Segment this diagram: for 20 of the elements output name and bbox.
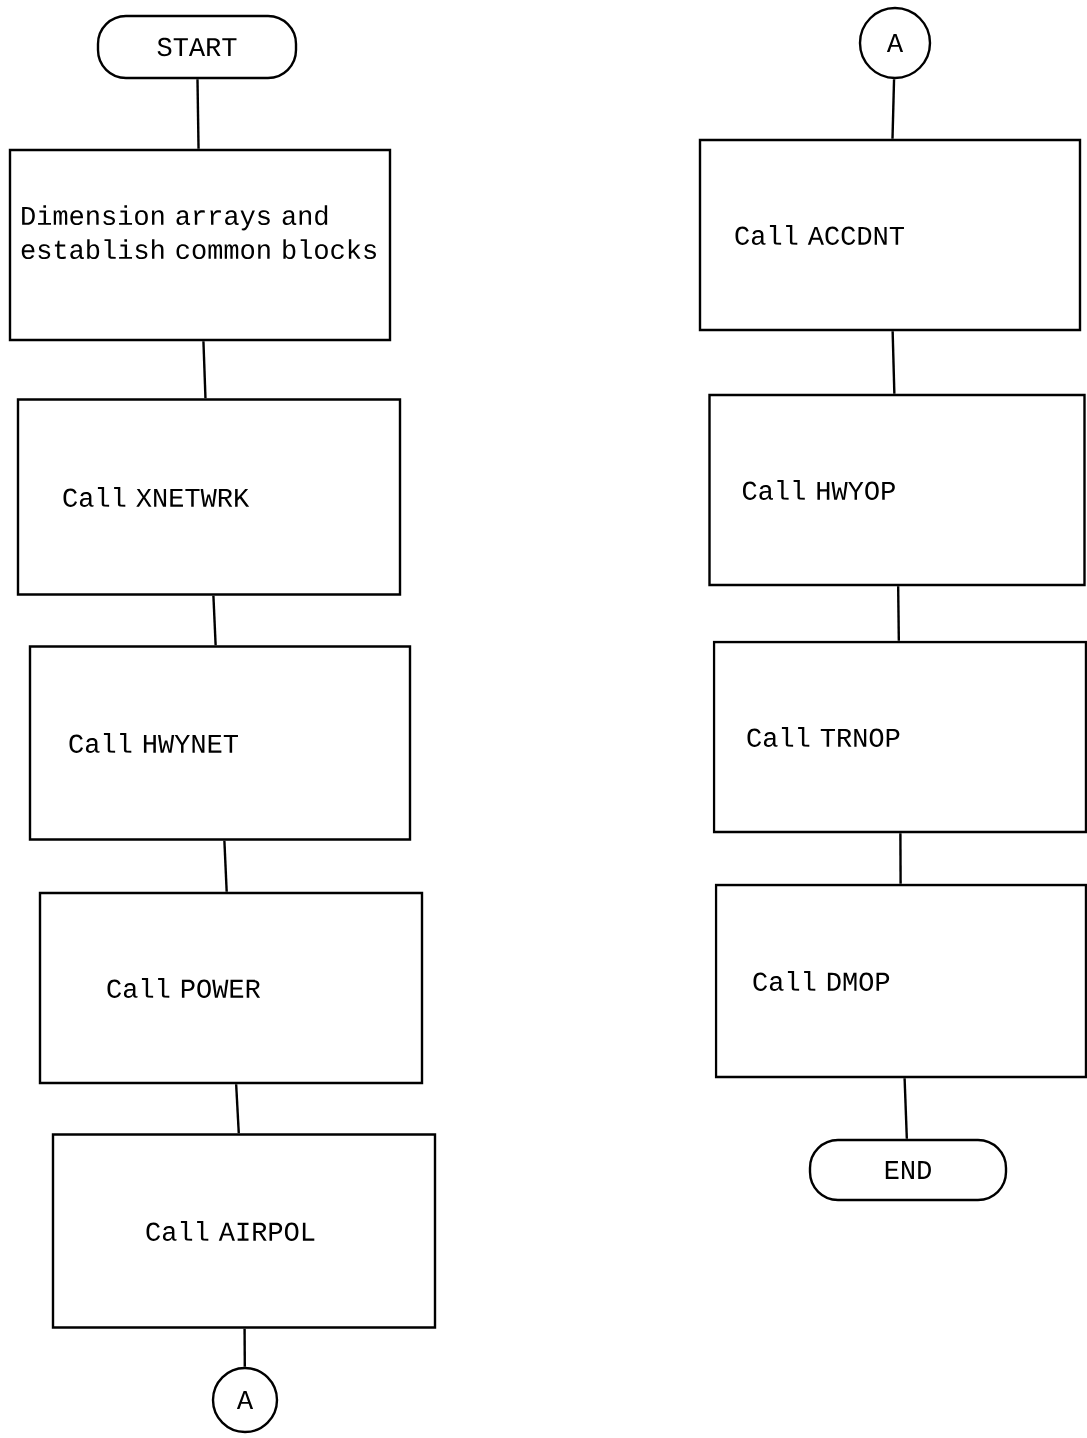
connector-line — [891, 331, 896, 394]
connector-line — [234, 1084, 240, 1134]
connector-line — [243, 1328, 246, 1367]
process-box: Call AIRPOL — [51, 1133, 437, 1329]
connector-line — [223, 840, 228, 892]
connector-line — [202, 341, 207, 399]
connector-line — [196, 79, 200, 149]
connector-line — [212, 595, 217, 646]
connector-line — [891, 79, 896, 139]
process-box: Call HWYNET — [28, 645, 412, 841]
connector-line — [896, 586, 901, 641]
connector-line — [899, 833, 902, 884]
process-box: Call POWER — [38, 891, 424, 1085]
process-box: Call HWYOP — [708, 393, 1086, 587]
process-box: Dimension arrays and establish common blocks — [8, 148, 392, 342]
connector-line — [903, 1078, 909, 1139]
process-box: Call ACCDNT — [698, 138, 1082, 332]
process-box: Call XNETWRK — [16, 398, 402, 596]
process-box: Call DMOP — [714, 883, 1087, 1079]
process-box: Call TRNOP — [712, 640, 1087, 834]
